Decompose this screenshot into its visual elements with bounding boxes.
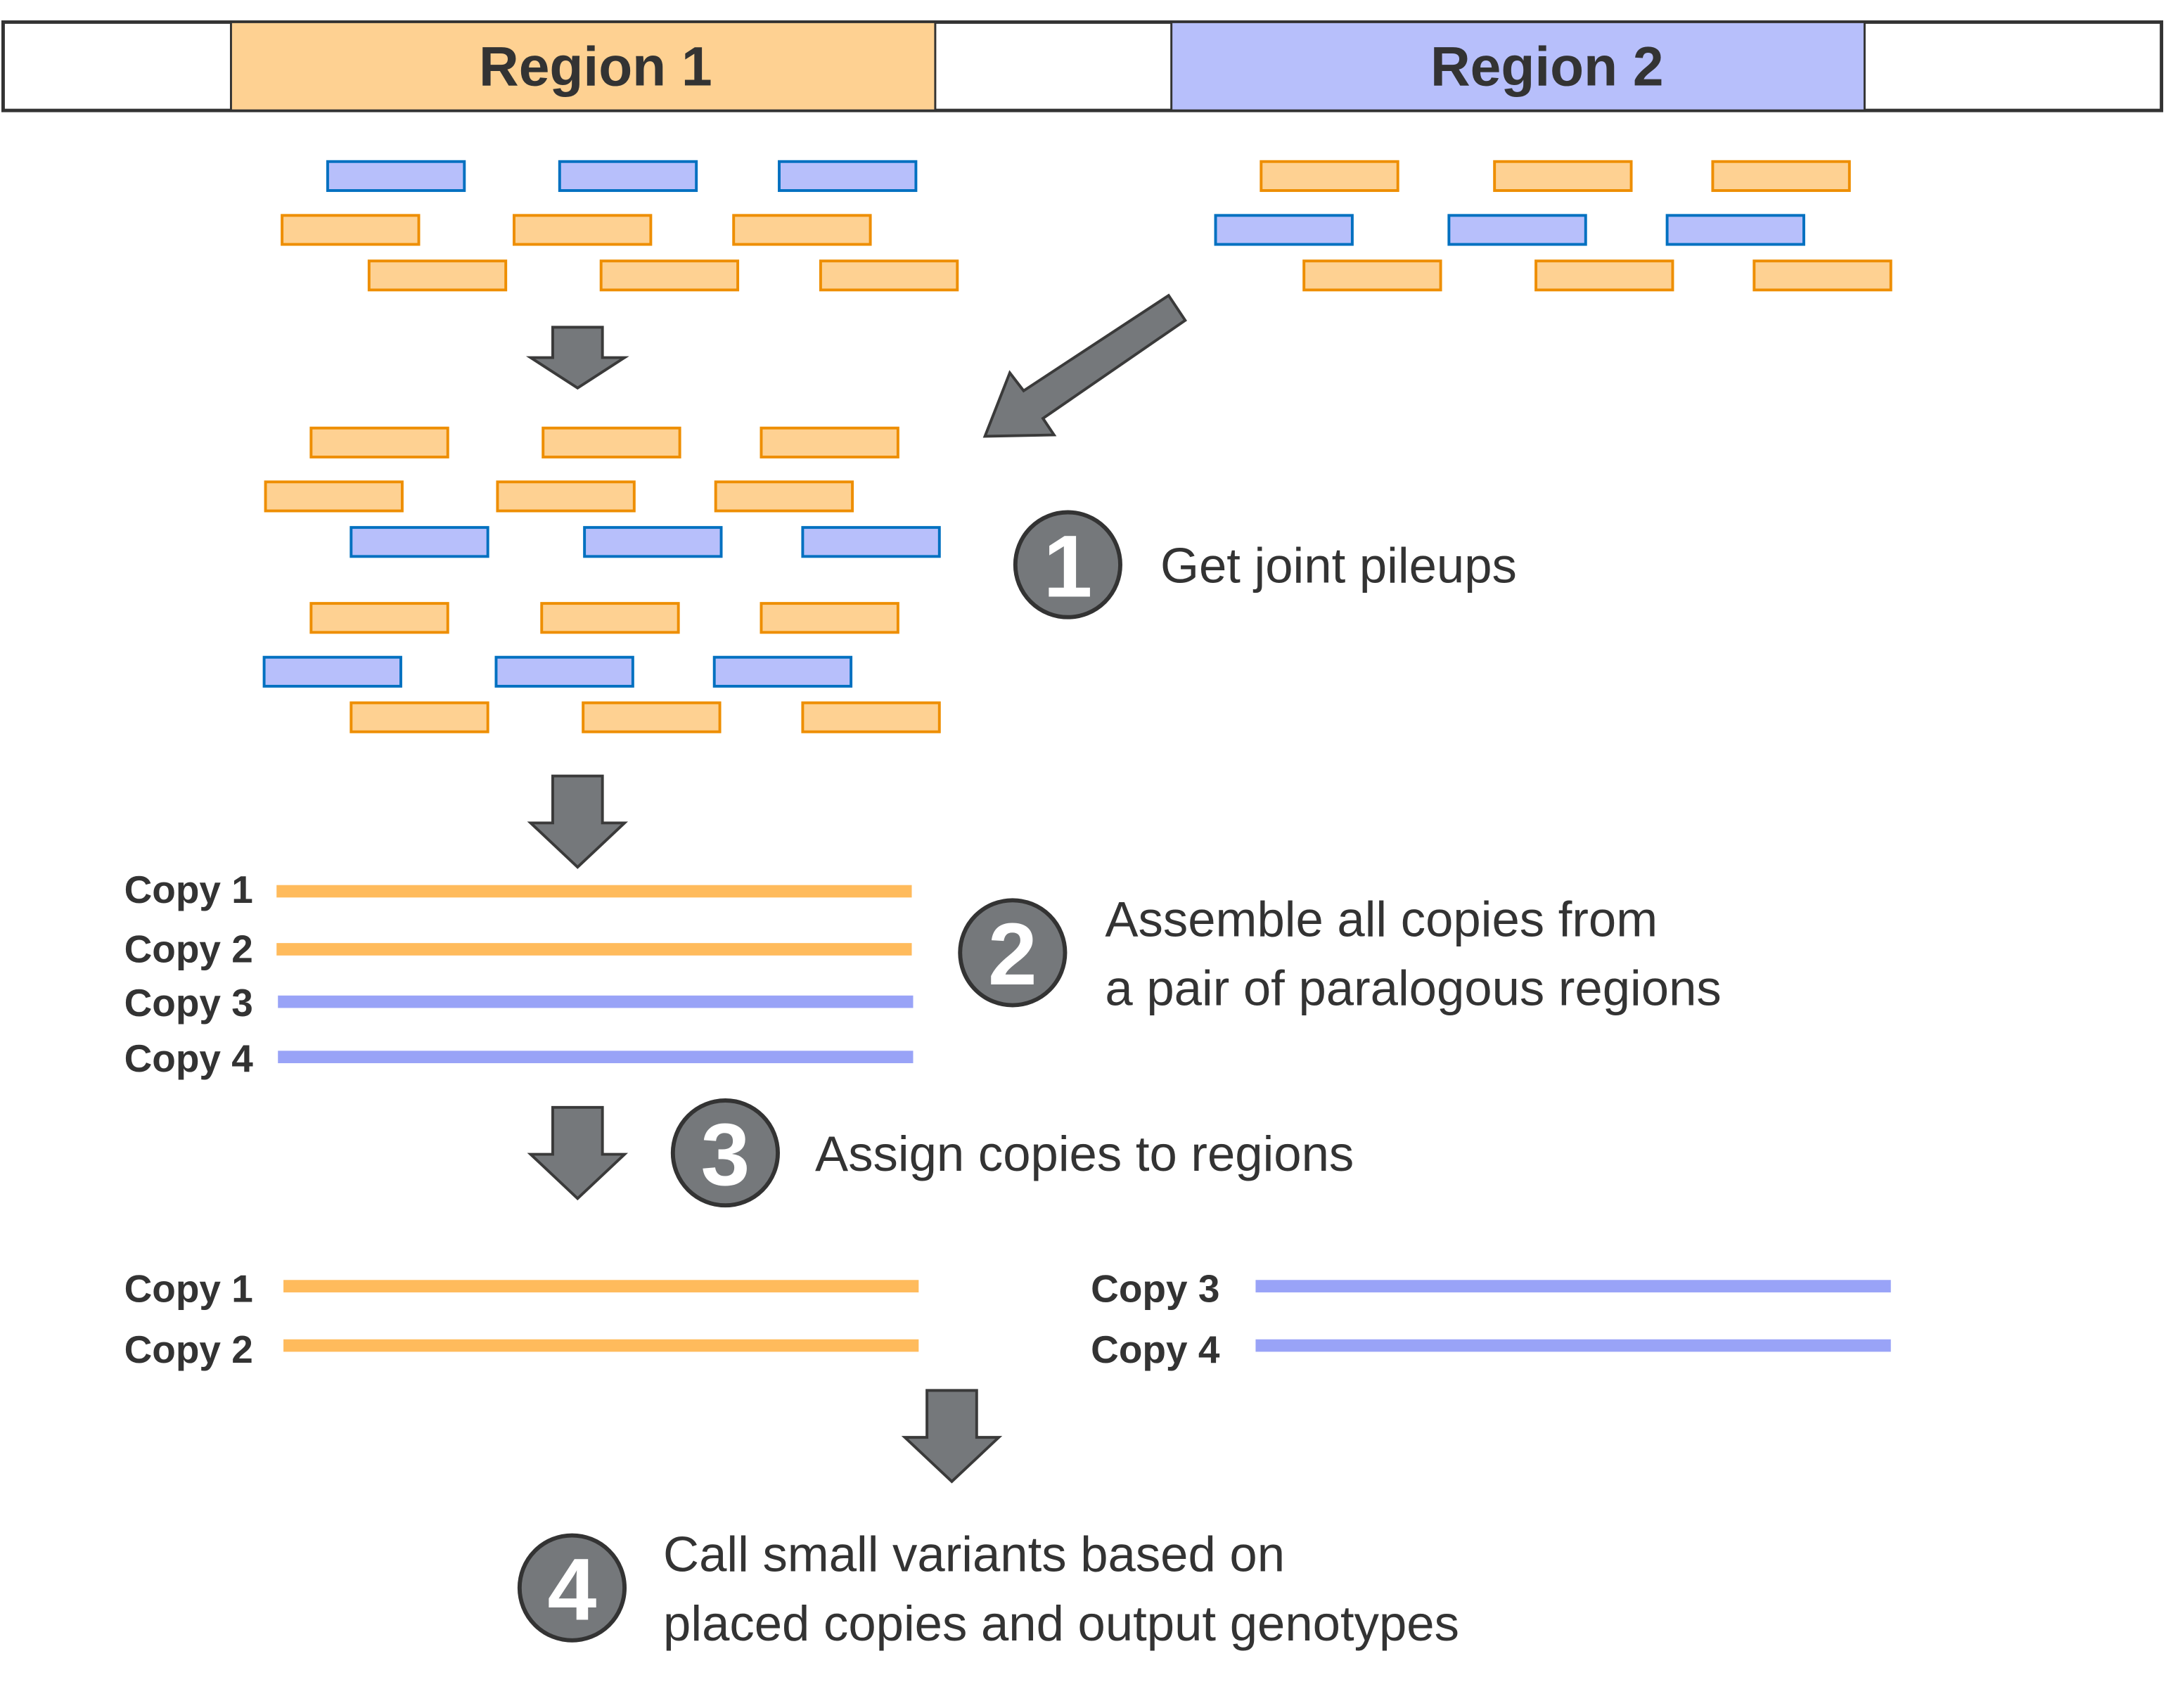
orange-sequencing-read bbox=[819, 259, 959, 292]
blue-sequencing-read bbox=[801, 526, 941, 558]
down-arrow-2 bbox=[527, 774, 629, 869]
orange-sequencing-read bbox=[281, 214, 421, 246]
step-number-badge bbox=[958, 898, 1068, 1008]
orange-sequencing-read bbox=[760, 602, 899, 634]
step-number: 1 bbox=[1043, 516, 1092, 615]
orange-sequencing-read bbox=[1493, 160, 1633, 192]
orange-sequencing-read bbox=[496, 480, 636, 513]
orange-sequencing-read bbox=[732, 214, 872, 246]
copy-label: Copy 2 bbox=[124, 1328, 253, 1371]
blue-sequencing-read bbox=[558, 160, 698, 192]
orange-sequencing-read bbox=[1302, 259, 1442, 292]
step-2: 2 Assemble all copies from a pair of par… bbox=[958, 891, 1722, 1016]
orange-sequencing-read bbox=[582, 701, 722, 733]
blue-sequencing-read bbox=[583, 526, 723, 558]
step-number-badge bbox=[517, 1533, 627, 1643]
joint-pileup-a bbox=[264, 426, 941, 558]
region-1-label: Region 1 bbox=[479, 36, 712, 98]
orange-sequencing-read bbox=[542, 426, 681, 458]
copy-line bbox=[276, 885, 912, 898]
orange-sequencing-read bbox=[350, 701, 489, 733]
blue-sequencing-read bbox=[326, 160, 466, 192]
blue-sequencing-read bbox=[1665, 214, 1805, 246]
step-4: 4 Call small variants based on placed co… bbox=[517, 1527, 1459, 1651]
orange-sequencing-read bbox=[1534, 259, 1674, 292]
step-text-line-1: Assemble all copies from bbox=[1105, 891, 1658, 946]
region-1-box bbox=[229, 20, 937, 112]
assigned-copies-region-2: Copy 3 Copy 4 bbox=[1091, 1267, 1891, 1371]
step-text: Get joint pileups bbox=[1160, 538, 1517, 593]
orange-sequencing-read bbox=[760, 426, 899, 458]
down-arrow-4 bbox=[901, 1389, 1003, 1484]
copy-line bbox=[283, 1339, 919, 1352]
orange-sequencing-read bbox=[513, 214, 653, 246]
copy-label: Copy 3 bbox=[1091, 1267, 1219, 1311]
orange-sequencing-read bbox=[309, 426, 449, 458]
copy-label: Copy 4 bbox=[124, 1036, 254, 1080]
blue-sequencing-read bbox=[1447, 214, 1587, 246]
assembled-copies: Copy 1 Copy 2 Copy 3 Copy 4 bbox=[124, 868, 914, 1080]
arrow-down-icon bbox=[525, 326, 629, 390]
copy-label: Copy 2 bbox=[124, 927, 253, 971]
copy-label: Copy 3 bbox=[124, 981, 253, 1025]
region-1-read-pileup bbox=[281, 160, 959, 292]
copy-line bbox=[283, 1280, 919, 1292]
blue-sequencing-read bbox=[778, 160, 918, 192]
blue-sequencing-read bbox=[350, 526, 489, 558]
orange-sequencing-read bbox=[540, 602, 680, 634]
orange-sequencing-read bbox=[599, 259, 740, 292]
blue-sequencing-read bbox=[262, 655, 402, 688]
genome-bar: Region 1 Region 2 bbox=[1, 20, 2164, 113]
orange-sequencing-read bbox=[1711, 160, 1851, 192]
step-number: 2 bbox=[988, 904, 1037, 1003]
copy-line bbox=[1255, 1280, 1891, 1292]
orange-sequencing-read bbox=[1260, 160, 1399, 192]
region-2-label: Region 2 bbox=[1430, 36, 1664, 98]
copy-line bbox=[278, 1051, 914, 1063]
blue-sequencing-read bbox=[712, 655, 853, 688]
blue-sequencing-read bbox=[494, 655, 634, 688]
arrow-diagonal-icon bbox=[982, 293, 1188, 438]
step-text-line-2: placed copies and output genotypes bbox=[663, 1595, 1459, 1651]
copy-line bbox=[1255, 1339, 1891, 1352]
diagonal-arrow bbox=[982, 293, 1188, 438]
orange-sequencing-read bbox=[714, 480, 854, 513]
step-3: 3 Assign copies to regions bbox=[670, 1098, 1354, 1208]
orange-sequencing-read bbox=[1752, 259, 1892, 292]
copy-label: Copy 4 bbox=[1091, 1328, 1220, 1371]
orange-sequencing-read bbox=[264, 480, 404, 513]
step-number: 3 bbox=[700, 1105, 750, 1204]
step-1: 1 Get joint pileups bbox=[1013, 510, 1517, 619]
copy-label: Copy 1 bbox=[124, 1267, 253, 1311]
orange-sequencing-read bbox=[801, 701, 941, 733]
region-2-read-pileup bbox=[1214, 160, 1892, 292]
down-arrow-3 bbox=[527, 1105, 629, 1201]
assigned-copies-region-1: Copy 1 Copy 2 bbox=[124, 1267, 919, 1371]
copy-label: Copy 1 bbox=[124, 868, 253, 911]
down-arrow-1 bbox=[525, 326, 629, 390]
step-number-badge bbox=[670, 1098, 780, 1208]
arrow-down-icon bbox=[527, 1105, 629, 1201]
blue-sequencing-read bbox=[1214, 214, 1354, 246]
copy-line bbox=[276, 943, 912, 956]
joint-pileup-b bbox=[262, 602, 941, 733]
step-number-badge bbox=[1013, 510, 1122, 619]
orange-sequencing-read bbox=[309, 602, 449, 634]
step-text-line-2: a pair of paralogous regions bbox=[1105, 961, 1721, 1016]
arrow-down-icon bbox=[527, 774, 629, 869]
step-text: Assign copies to regions bbox=[815, 1126, 1354, 1181]
step-text-line-1: Call small variants based on bbox=[663, 1527, 1285, 1582]
copy-line bbox=[278, 995, 914, 1008]
step-number: 4 bbox=[548, 1539, 597, 1638]
region-2-box bbox=[1170, 20, 1866, 112]
orange-sequencing-read bbox=[367, 259, 508, 292]
arrow-down-icon bbox=[901, 1389, 1003, 1484]
